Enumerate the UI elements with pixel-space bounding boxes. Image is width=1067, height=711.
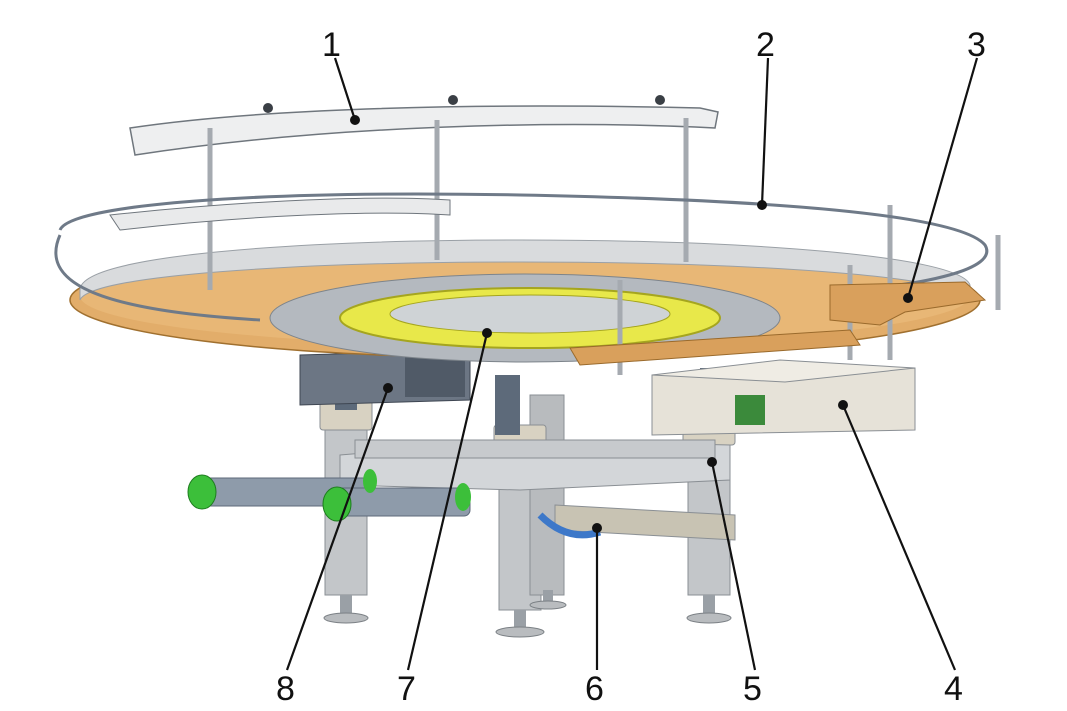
guide-plate	[569, 281, 987, 366]
leader-8	[285, 387, 390, 671]
callout-3: 3	[967, 26, 986, 64]
motor-housing	[299, 349, 471, 406]
callout-markers	[350, 115, 913, 533]
callout-6: 6	[585, 670, 604, 708]
callout-4: 4	[944, 670, 963, 708]
top-guide-rail	[129, 95, 719, 156]
side-rollers	[187, 469, 471, 522]
leader-5	[710, 461, 757, 671]
support-posts	[207, 118, 1001, 375]
turntable-deck	[69, 241, 981, 363]
outer-side-rail	[54, 192, 989, 322]
leader-1	[333, 57, 357, 121]
callout-2: 2	[756, 26, 775, 64]
callout-labels: 1 2 3 4 5 6 7 8	[276, 26, 986, 708]
callout-leaders	[285, 57, 979, 671]
callout-5: 5	[743, 670, 762, 708]
callout-8: 8	[276, 670, 295, 708]
leader-2	[760, 57, 770, 206]
base-frame	[319, 365, 736, 638]
leader-7	[406, 332, 489, 671]
callout-1: 1	[322, 26, 341, 64]
leader-4	[841, 404, 957, 671]
leader-3	[906, 57, 979, 299]
control-box	[651, 359, 916, 436]
callout-7: 7	[397, 670, 416, 708]
